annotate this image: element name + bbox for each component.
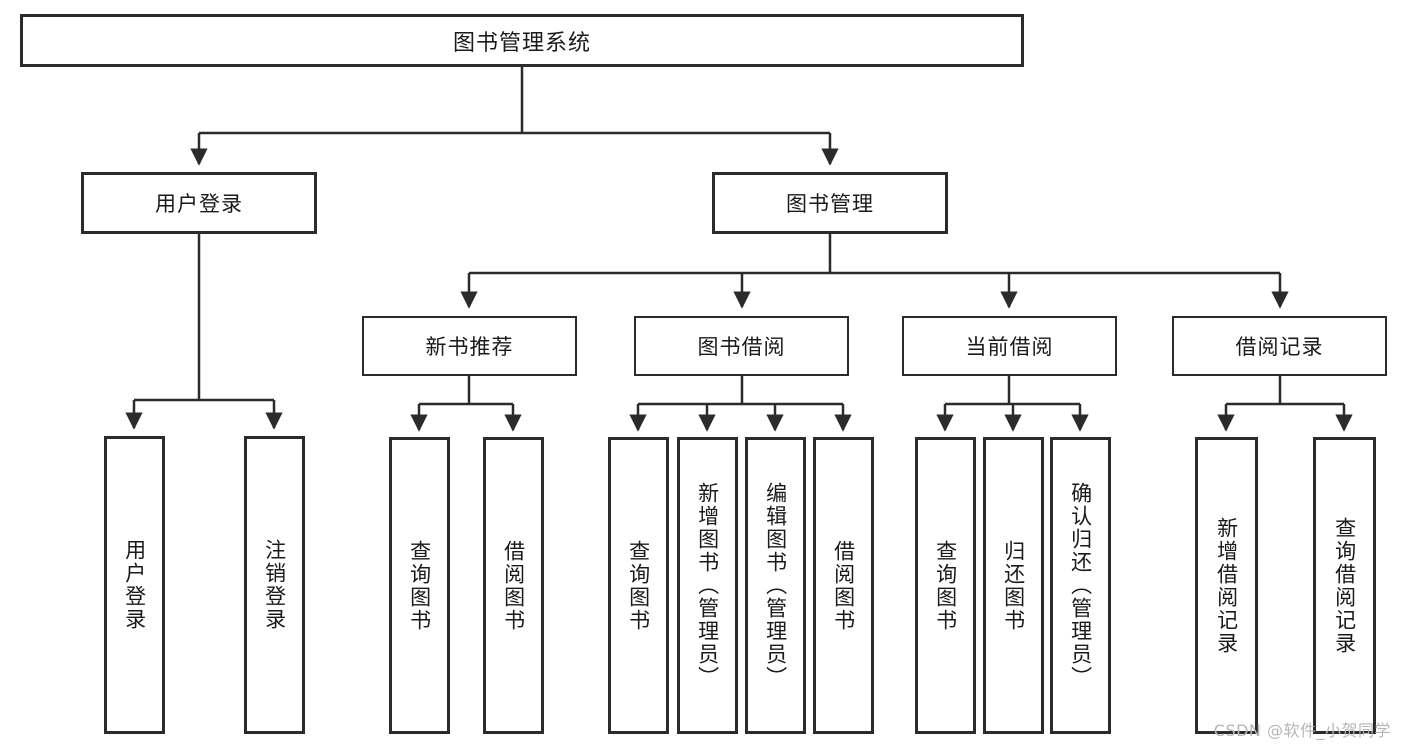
node-label: 查询图书 [626, 539, 651, 632]
node-new-book-recommend[interactable]: 新书推荐 [362, 316, 577, 376]
node-label: 当前借阅 [965, 335, 1054, 359]
node-label: 用户登录 [122, 539, 147, 631]
node-label: 图书管理 [786, 192, 874, 216]
node-root-book-management-system[interactable]: 图书管理系统 [20, 14, 1024, 67]
node-label: 图书管理系统 [452, 30, 591, 56]
node-book-management[interactable]: 图书管理 [712, 172, 948, 234]
leaf-current-borrow-return-book[interactable]: 归还图书 [983, 437, 1044, 734]
node-label: 归还图书 [1001, 539, 1026, 632]
node-label: 注销登录 [262, 539, 287, 631]
leaf-book-borrow-query-book[interactable]: 查询图书 [608, 437, 669, 734]
node-book-borrow[interactable]: 图书借阅 [634, 316, 849, 376]
leaf-book-borrow-borrow-book[interactable]: 借阅图书 [813, 437, 874, 734]
leaf-borrow-record-add-record[interactable]: 新增借阅记录 [1195, 437, 1258, 734]
node-label: 新增借阅记录 [1214, 516, 1239, 655]
node-label: 借阅图书 [501, 539, 526, 632]
node-borrow-record[interactable]: 借阅记录 [1172, 316, 1387, 376]
leaf-new-book-query-book[interactable]: 查询图书 [389, 437, 450, 734]
leaf-book-borrow-edit-book-admin[interactable]: 编辑图书（管理员） [745, 437, 806, 734]
leaf-borrow-record-query-record[interactable]: 查询借阅记录 [1313, 437, 1376, 734]
node-label: 借阅记录 [1235, 335, 1324, 359]
leaf-user-login-logout[interactable]: 注销登录 [244, 436, 305, 734]
node-label: 借阅图书 [831, 539, 856, 632]
node-label: 编辑图书（管理员） [763, 482, 788, 689]
node-label: 图书借阅 [697, 335, 786, 359]
node-current-borrow[interactable]: 当前借阅 [902, 316, 1117, 376]
node-label: 新书推荐 [425, 335, 514, 359]
node-label: 查询借阅记录 [1332, 516, 1357, 655]
leaf-current-borrow-query-book[interactable]: 查询图书 [915, 437, 976, 734]
node-label: 确认归还（管理员） [1068, 482, 1093, 689]
leaf-new-book-borrow-book[interactable]: 借阅图书 [483, 437, 544, 734]
node-label: 查询图书 [933, 539, 958, 632]
leaf-user-login-do-login[interactable]: 用户登录 [104, 436, 165, 734]
node-label: 查询图书 [407, 539, 432, 632]
node-label: 新增图书（管理员） [695, 482, 720, 689]
node-label: 用户登录 [155, 192, 243, 216]
leaf-book-borrow-add-book-admin[interactable]: 新增图书（管理员） [677, 437, 738, 734]
leaf-current-borrow-confirm-return-admin[interactable]: 确认归还（管理员） [1050, 437, 1111, 734]
node-user-login[interactable]: 用户登录 [81, 172, 317, 234]
